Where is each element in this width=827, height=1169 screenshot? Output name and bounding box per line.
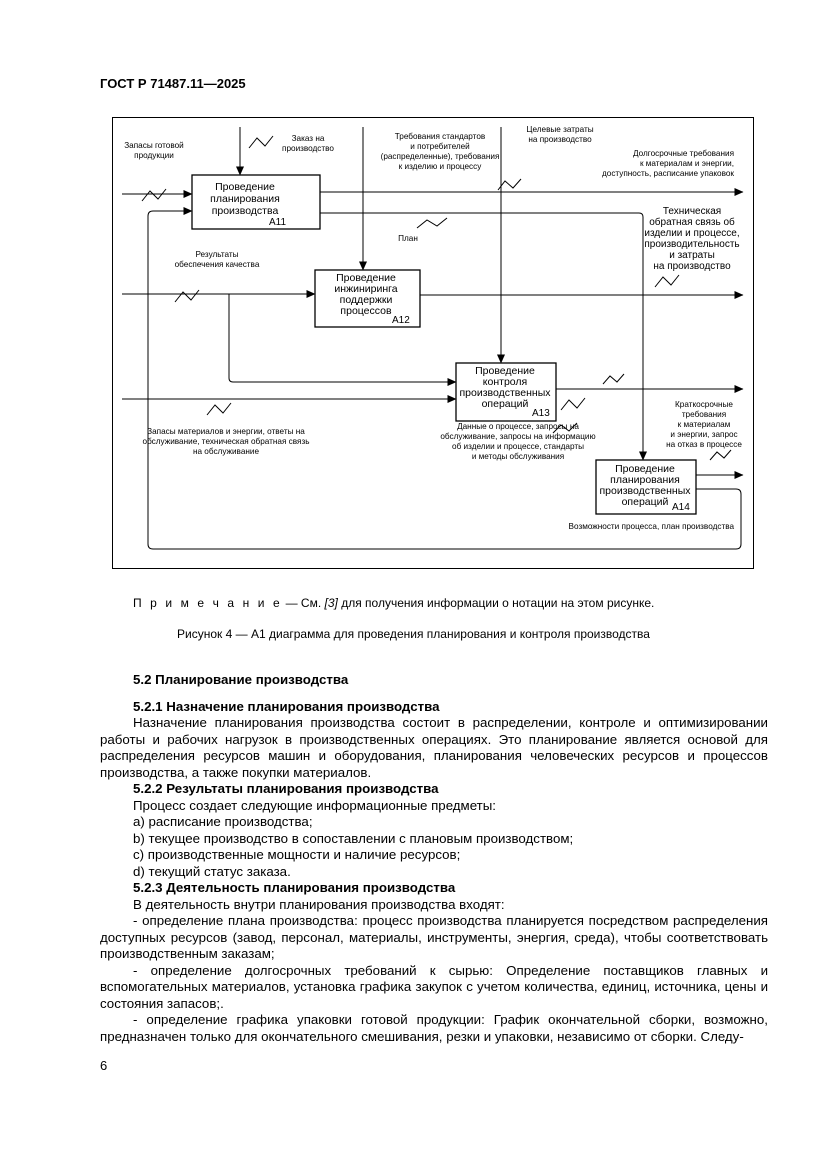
label-target-costs-1: Целевые затраты [526, 125, 593, 134]
box-a12-line4: процессов [340, 305, 392, 317]
label-short-term-5: на отказ в процессе [666, 440, 742, 449]
label-process-data-1: Данные о процессе, запросы на [457, 422, 579, 431]
label-stock-1: Запасы готовой [124, 141, 184, 150]
document-header: ГОСТ Р 71487.11—2025 [100, 76, 246, 91]
box-a14-line2: планирования [610, 474, 680, 486]
label-standards-4: к изделию и процессу [399, 162, 483, 171]
label-tech-feedback-3: изделии и процессе, [644, 228, 739, 239]
label-materials-3: на обслуживание [193, 447, 260, 456]
label-short-term-2: требования [682, 410, 726, 419]
label-quality-2: обеспечения качества [175, 260, 260, 269]
label-process-data-2: обслуживание, запросы на информацию [440, 432, 595, 441]
label-standards-1: Требования стандартов [395, 132, 486, 141]
note-text: — См. [282, 596, 325, 610]
box-a11-line2: планирования [210, 193, 280, 205]
box-a13-line4: операций [482, 398, 529, 410]
box-a13 [455, 362, 557, 422]
box-a13-line1: Проведение [475, 365, 535, 377]
figure-caption: Рисунок 4 — А1 диаграмма для проведения … [177, 627, 650, 641]
label-short-term-3: к материалам [678, 420, 731, 429]
paragraph-activity-3: - определение графика упаковки готовой п… [100, 1012, 768, 1044]
label-tech-feedback-4: производительность [644, 239, 739, 250]
box-a13-code: А13 [532, 408, 550, 419]
box-a12-code: А12 [392, 315, 410, 326]
label-long-term-3: доступность, расписание упаковок [602, 169, 734, 178]
paragraph-activity-2: - определение долгосрочных требований к … [100, 962, 768, 1011]
figure-note: П р и м е ч а н и е — См. [3] для получе… [133, 596, 654, 610]
box-a13-line2: контроля [483, 376, 527, 388]
label-target-costs-2: на производство [528, 135, 592, 144]
paragraph-results-intro: Процесс создает следующие информационные… [133, 797, 496, 813]
note-prefix: П р и м е ч а н и е [133, 596, 283, 610]
label-capabilities: Возможности процесса, план производства [569, 522, 735, 531]
paragraph-activity-1: - определение плана производства: процес… [100, 913, 768, 961]
box-a14-line1: Проведение [615, 463, 675, 475]
label-long-term-1: Долгосрочные требования [633, 149, 734, 158]
subsection-heading-3: 5.2.3 Деятельность планирования производ… [133, 880, 456, 895]
label-plan: План [398, 234, 418, 243]
list-item: d) текущий статус заказа. [133, 863, 291, 879]
label-short-term-4: и энергии, запрос [670, 430, 737, 439]
page-number: 6 [100, 1058, 108, 1073]
subsection-heading-1: 5.2.1 Назначение планирования производст… [133, 698, 440, 714]
label-order-2: производство [282, 144, 334, 153]
label-stock-2: продукции [134, 151, 174, 160]
label-standards-3: (распределенные), требования [381, 152, 500, 161]
box-a11-line3: производства [212, 205, 279, 217]
box-a11-line1: Проведение [215, 181, 275, 193]
box-a12-line2: инжиниринга [334, 283, 397, 295]
section-body: 5.2 Планирование производства 5.2.1 Назн… [100, 672, 768, 1045]
label-materials-1: Запасы материалов и энергии, ответы на [147, 427, 305, 436]
label-process-data-4: и методы обслуживания [472, 452, 564, 461]
box-a11-code: А11 [269, 217, 286, 228]
label-long-term-2: к материалам и энергии, [640, 159, 734, 168]
label-materials-2: обслуживание, техническая обратная связь [143, 437, 310, 446]
label-tech-feedback-1: Техническая [663, 206, 721, 217]
box-a12-line1: Проведение [336, 272, 396, 284]
list-item: b) текущее производство в сопоставлении … [133, 830, 574, 846]
label-order-1: Заказ на [292, 134, 325, 143]
note-rest: для получения информации о нотации на эт… [337, 596, 655, 610]
box-a14-line3: производственных [600, 485, 692, 497]
box-a12-line3: поддержки [340, 294, 393, 306]
box-a14-code: А14 [672, 502, 690, 513]
label-quality-1: Результаты [195, 250, 238, 259]
box-a11 [191, 174, 321, 230]
paragraph-purpose: Назначение планирования производства сос… [100, 715, 768, 780]
label-standards-2: и потребителей [410, 142, 470, 151]
section-heading: 5.2 Планирование производства [133, 672, 349, 687]
idef0-diagram: Проведение планирования производства Про… [112, 117, 754, 569]
box-a13-line3: производственных [460, 387, 552, 399]
paragraph-activity-intro: В деятельность внутри планирования произ… [133, 896, 505, 912]
label-tech-feedback-2: обратная связь об [649, 216, 735, 228]
list-item: a) расписание производства; [133, 814, 313, 829]
list-item: c) производственные мощности и наличие р… [133, 847, 461, 862]
box-a14-line4: операций [622, 496, 669, 508]
subsection-heading-2: 5.2.2 Результаты планирования производст… [133, 781, 439, 796]
label-process-data-3: об изделии и процессе, стандарты [452, 442, 584, 451]
label-tech-feedback-6: на производство [653, 261, 731, 272]
box-a12 [314, 269, 421, 328]
label-short-term-1: Краткосрочные [675, 400, 733, 409]
note-ref: [3] [324, 596, 338, 610]
label-tech-feedback-5: и затраты [669, 250, 715, 261]
